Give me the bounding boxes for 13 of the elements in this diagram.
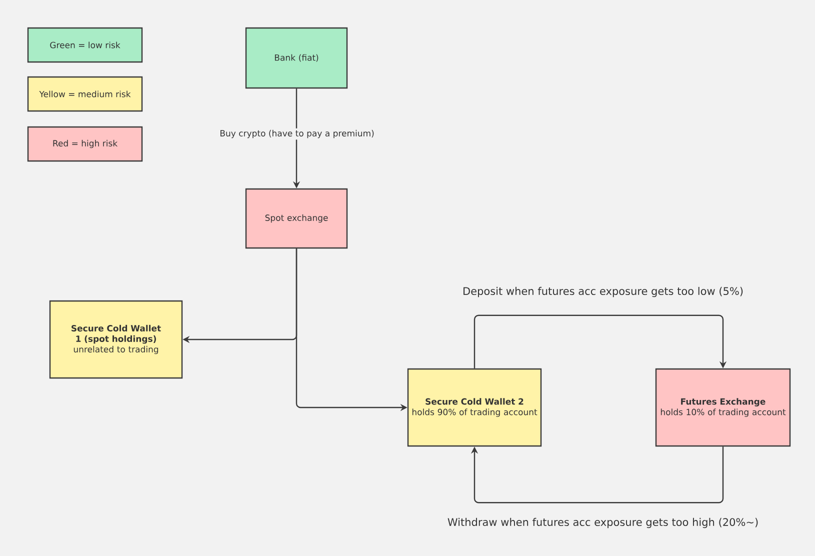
legend-text: Red = high risk	[53, 140, 118, 148]
legend-text: Yellow = medium risk	[39, 90, 131, 98]
edge-label: Buy crypto (have to pay a premium)	[218, 128, 376, 140]
edge-label: Deposit when futures acc exposure gets too low (5%)	[461, 285, 745, 299]
arrow	[474, 314, 727, 368]
edge-label: Withdraw when futures acc exposure gets too high (20%~)	[446, 516, 760, 530]
process-box: Bank (fiat)	[245, 27, 348, 89]
arrow	[470, 446, 724, 504]
process-box: Futures Exchange holds 10% of trading account	[655, 368, 791, 447]
legend-text: Green = low risk	[50, 42, 120, 48]
process-box: Secure Cold Wallet 2 holds 90% of trading account	[407, 368, 542, 447]
process-box: Secure Cold Wallet 1 (spot holdings) unrelated to trading	[49, 300, 183, 379]
process-box: Spot exchange	[245, 188, 348, 249]
